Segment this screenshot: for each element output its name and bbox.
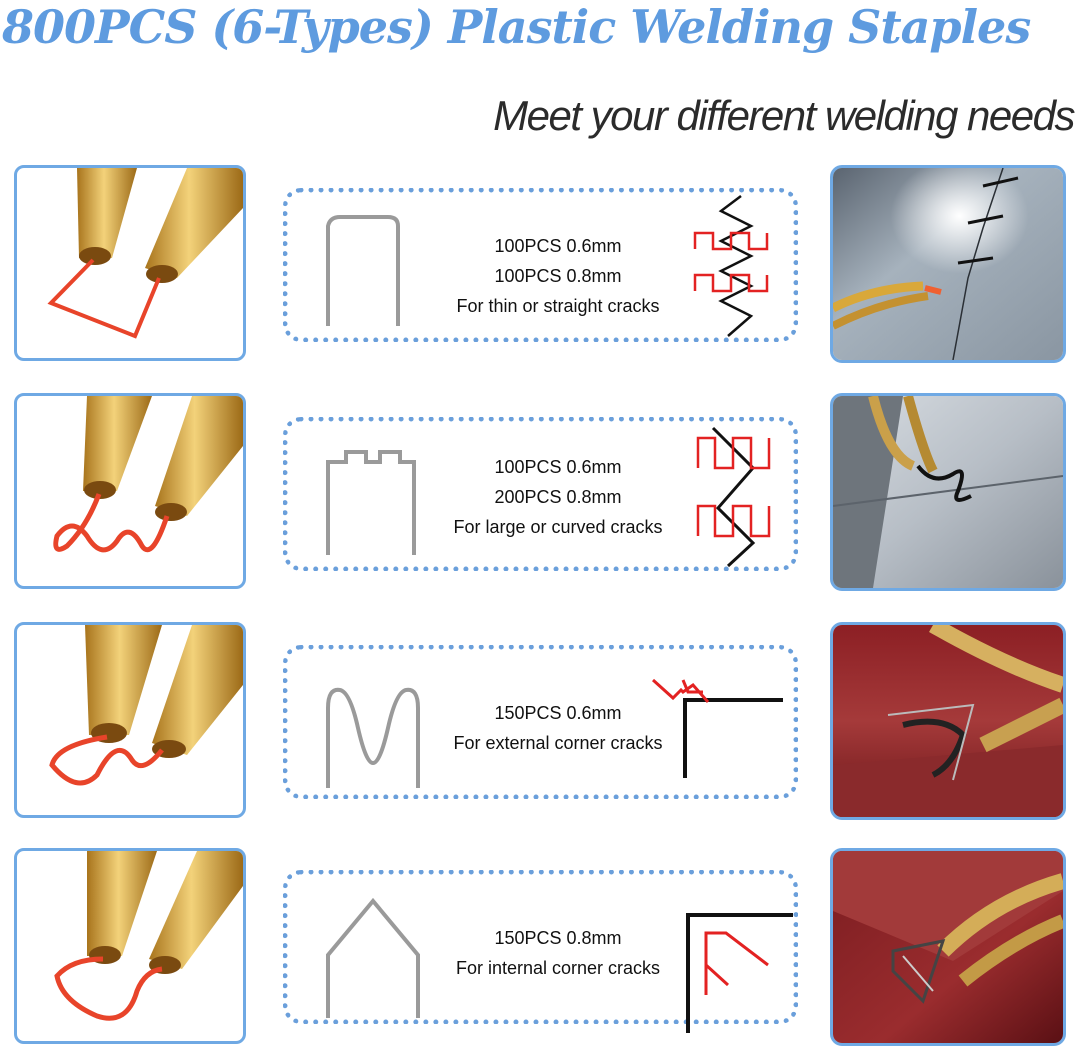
welding-tip-straight-image xyxy=(14,165,246,361)
v-staple-icon xyxy=(326,897,420,1018)
quantity-line-1: 100PCS 0.6mm xyxy=(494,236,622,256)
straight-crack-diagram-icon xyxy=(693,195,769,337)
quantity-line-1: 100PCS 0.6mm xyxy=(494,457,622,477)
staple-info-box: 150PCS 0.8mm For internal corner cracks xyxy=(283,870,798,1033)
internal-corner-diagram-icon xyxy=(686,913,793,1033)
flat-staple-icon xyxy=(326,215,400,326)
quantity-line-2: 100PCS 0.8mm xyxy=(494,266,622,286)
curved-crack-diagram-icon xyxy=(696,426,771,568)
usage-line: For external corner cracks xyxy=(453,733,663,753)
staple-type-row-straight: 100PCS 0.6mm 100PCS 0.8mm For thin or st… xyxy=(0,165,1080,365)
application-photo-internal-corner xyxy=(830,848,1066,1046)
m-staple-icon xyxy=(326,687,420,788)
page-subtitle: Meet your different welding needs xyxy=(493,92,1075,139)
wave-staple-icon xyxy=(326,450,416,555)
staple-info-box: 150PCS 0.6mm For external corner cracks xyxy=(283,645,798,799)
application-photo-wave xyxy=(830,393,1066,591)
quantity-line-2: 200PCS 0.8mm xyxy=(494,487,622,507)
page-title: 800PCS (6-Types) Plastic Welding Staples xyxy=(2,0,1031,54)
staple-type-row-internal-corner: 150PCS 0.8mm For internal corner cracks xyxy=(0,848,1080,1048)
quantity-line-1: 150PCS 0.8mm xyxy=(494,928,622,948)
usage-line: For internal corner cracks xyxy=(455,958,661,978)
application-photo-straight xyxy=(830,165,1066,363)
application-photo-external-corner xyxy=(830,622,1066,820)
quantity-line-1: 150PCS 0.6mm xyxy=(494,703,622,723)
external-corner-diagram-icon xyxy=(651,678,783,778)
staple-info-box: 100PCS 0.6mm 100PCS 0.8mm For thin or st… xyxy=(283,188,798,342)
usage-line: For large or curved cracks xyxy=(453,517,663,537)
staple-type-row-wave: 100PCS 0.6mm 200PCS 0.8mm For large or c… xyxy=(0,393,1080,593)
welding-tip-wave-image xyxy=(14,393,246,589)
welding-tip-v-image xyxy=(14,622,246,818)
welding-tip-wide-v-image xyxy=(14,848,246,1044)
staple-type-row-external-corner: 150PCS 0.6mm For external corner cracks xyxy=(0,622,1080,822)
staple-info-box: 100PCS 0.6mm 200PCS 0.8mm For large or c… xyxy=(283,417,798,571)
usage-line: For thin or straight cracks xyxy=(456,296,660,316)
